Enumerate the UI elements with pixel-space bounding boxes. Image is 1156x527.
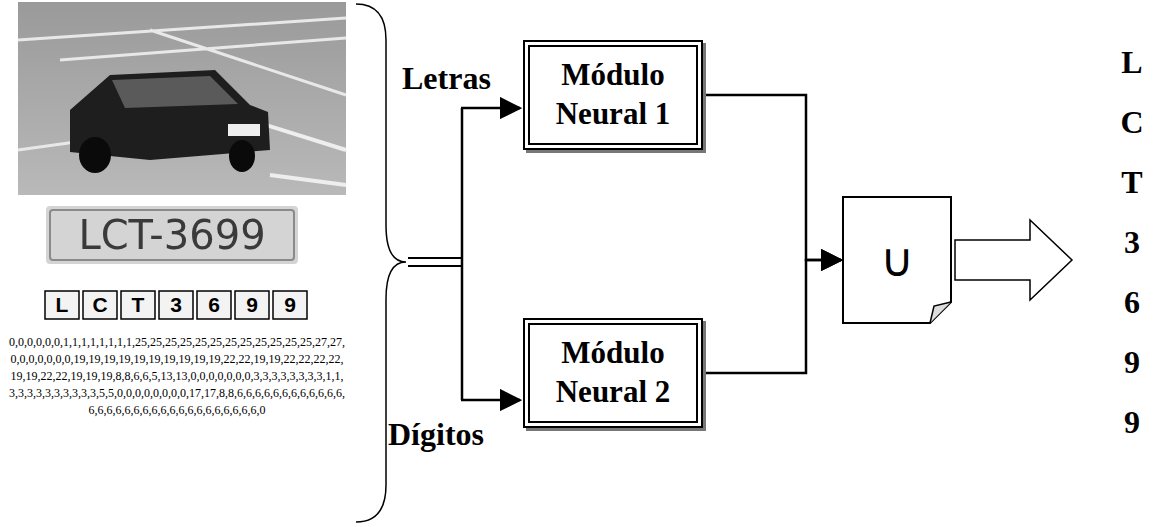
feature-vector: 0,0,0,0,0,0,1,1,1,1,1,1,1,1,25,25,25,25,…: [8, 334, 346, 419]
module-title: Módulo Neural 1: [530, 50, 696, 140]
output-char: L: [1110, 44, 1154, 81]
branch-label: Letras: [402, 60, 520, 97]
connector: [706, 260, 841, 373]
output-arrow: [955, 220, 1072, 300]
output-char: C: [1110, 104, 1154, 141]
segment-char: C: [83, 291, 117, 319]
segment-boxes: [45, 291, 307, 319]
union-document: ∪: [842, 196, 952, 324]
segment-char: 9: [235, 291, 269, 319]
output-char: T: [1110, 164, 1154, 201]
segment-char: T: [121, 291, 155, 319]
module-title: Módulo Neural 2: [530, 328, 696, 418]
car-photo: [18, 2, 346, 195]
output-char: 3: [1110, 224, 1154, 261]
output-char: 6: [1110, 284, 1154, 321]
segment-char: L: [45, 291, 79, 319]
segment-char: 6: [197, 291, 231, 319]
union-symbol: ∪: [880, 237, 914, 283]
plate-image: [46, 206, 298, 264]
input-split-lines: [408, 108, 520, 400]
output-char: 9: [1110, 404, 1154, 441]
output-char: 9: [1110, 344, 1154, 381]
segment-char: 9: [273, 291, 307, 319]
neural-module-box: Módulo Neural 2: [523, 318, 703, 428]
plate-text: LCT-3699: [52, 212, 292, 258]
branch-label: Dígitos: [388, 416, 520, 453]
connector: [706, 95, 841, 260]
segment-char: 3: [159, 291, 193, 319]
neural-module-box: Módulo Neural 1: [523, 40, 703, 150]
